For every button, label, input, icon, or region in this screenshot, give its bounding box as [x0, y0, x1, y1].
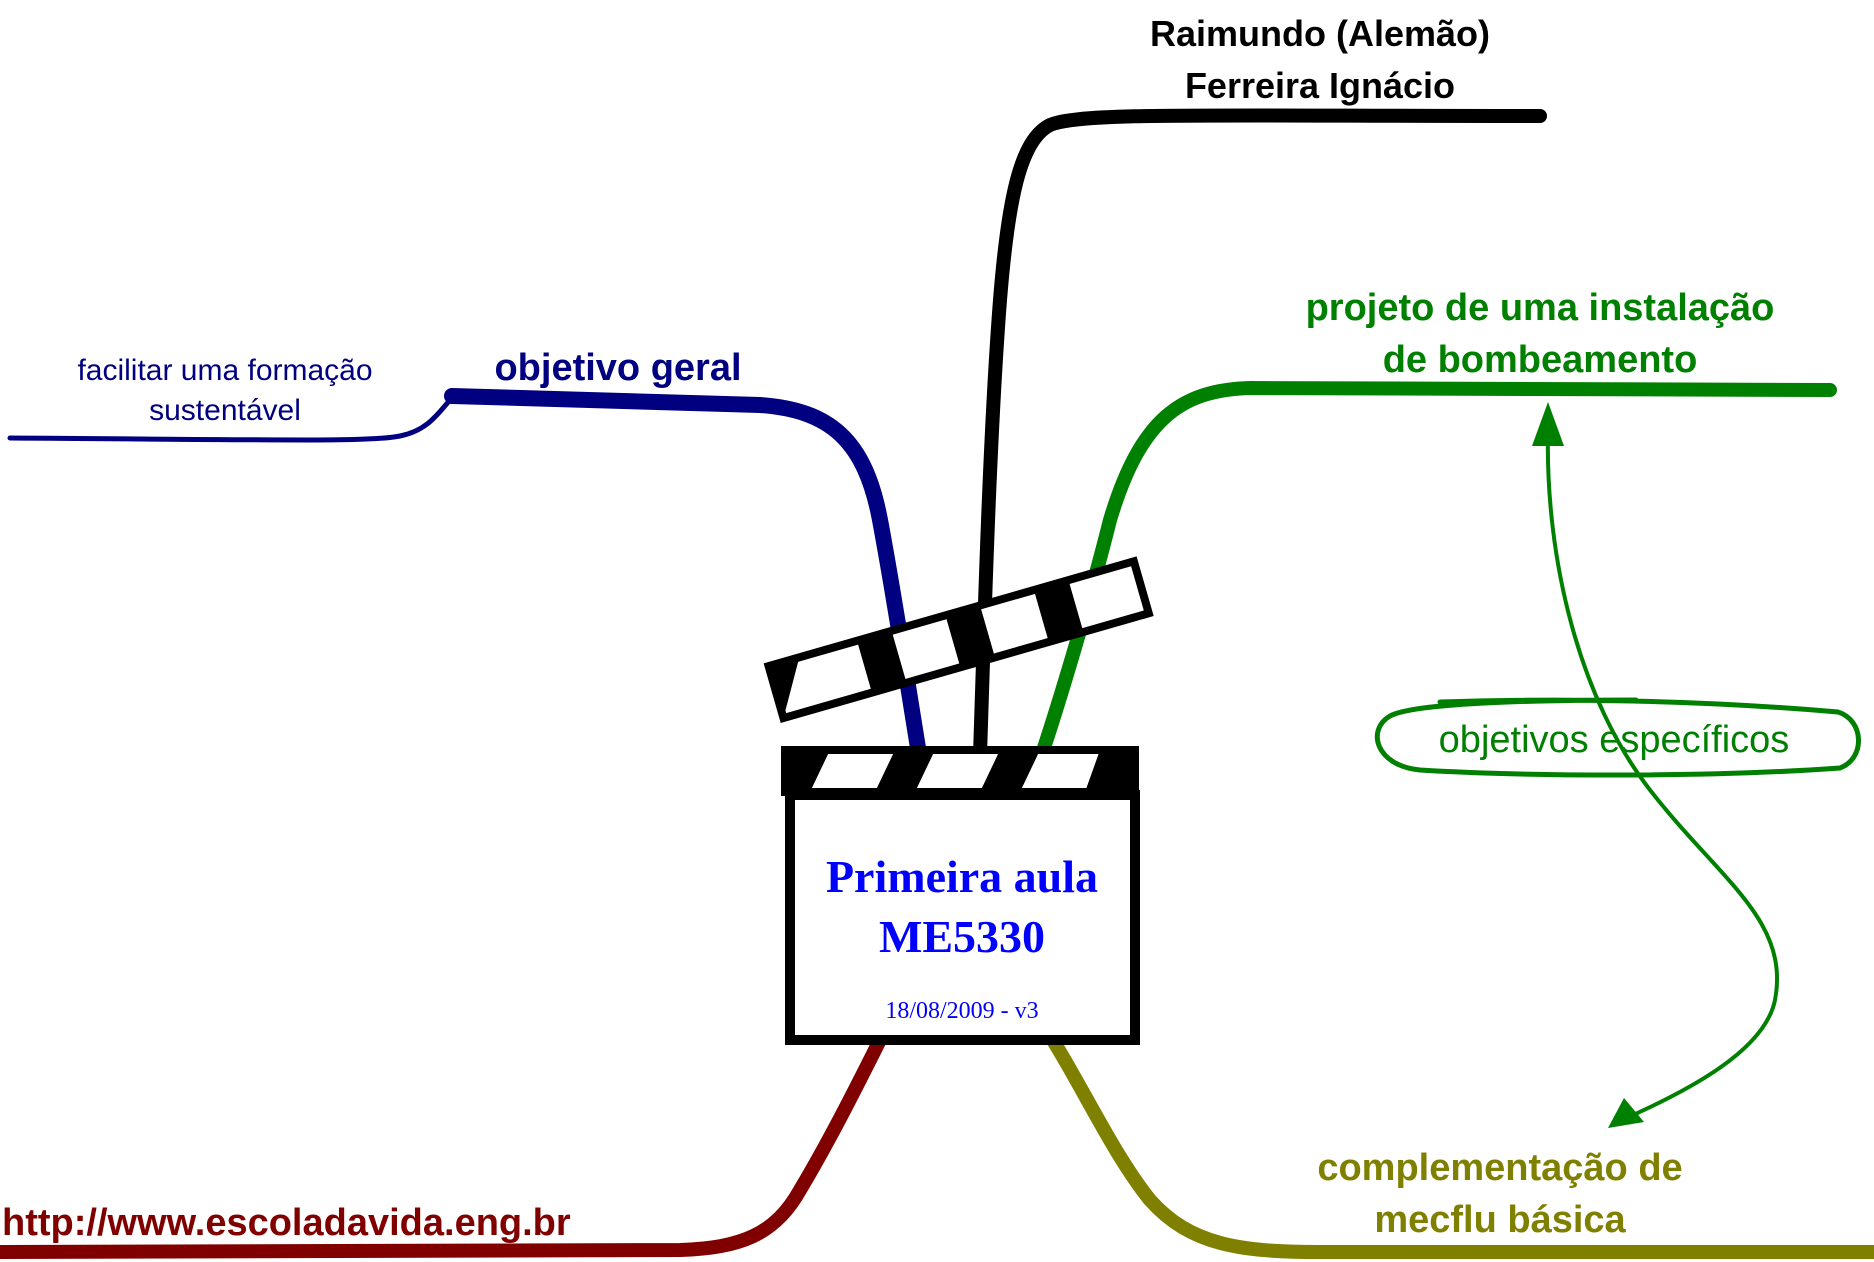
- arrow-up-head-icon: [1532, 402, 1564, 446]
- branch-projeto: projeto de uma instalação de bombeamento: [1033, 287, 1837, 767]
- arrow-objetivos-especificos: objetivos específicos: [1374, 402, 1861, 1128]
- branch-complementacao: complementação de mecflu básica: [1033, 1013, 1874, 1259]
- central-subtitle: 18/08/2009 - v3: [885, 998, 1038, 1024]
- branch-author-line: [973, 108, 1547, 762]
- clapperboard-icon: Primeira aula ME5330 18/08/2009 - v3: [763, 556, 1154, 1045]
- clapper-board: [785, 790, 1140, 1045]
- complementacao-line2: mecflu básica: [1374, 1199, 1626, 1241]
- arrow-connector-line: [1545, 429, 1779, 1122]
- projeto-line2: de bombeamento: [1383, 339, 1698, 381]
- branch-objetivo-geral-line: [444, 388, 928, 768]
- branch-complementacao-line: [1033, 1013, 1874, 1259]
- branch-projeto-line: [1033, 380, 1837, 767]
- objetivo-geral-label: objetivo geral: [494, 347, 741, 389]
- clapper-top-bar: [763, 556, 1154, 723]
- projeto-line1: projeto de uma instalação: [1306, 287, 1775, 329]
- central-title-line2: ME5330: [879, 911, 1045, 962]
- branch-facilitar-line: [7, 395, 455, 443]
- author-name-line1: Raimundo (Alemão): [1150, 13, 1490, 54]
- objetivos-especificos-ellipse: [1374, 697, 1861, 778]
- complementacao-line1: complementação de: [1317, 1147, 1682, 1189]
- objetivos-especificos-label: objetivos específicos: [1439, 719, 1790, 761]
- author-name-line2: Ferreira Ignácio: [1185, 65, 1455, 106]
- arrow-down-head-icon: [1608, 1098, 1644, 1128]
- branch-website-line: [0, 1023, 892, 1259]
- branch-website: http://www.escoladavida.eng.br: [0, 1023, 892, 1259]
- facilitar-line2: sustentável: [149, 394, 301, 427]
- central-title-line1: Primeira aula: [826, 851, 1098, 902]
- branch-author: Raimundo (Alemão) Ferreira Ignácio: [973, 13, 1547, 762]
- website-link[interactable]: http://www.escoladavida.eng.br: [2, 1202, 571, 1244]
- facilitar-line1: facilitar uma formação: [77, 354, 372, 387]
- clapper-bottom-bar: [781, 746, 1139, 796]
- branch-objetivo-geral: objetivo geral facilitar uma formação su…: [7, 347, 928, 768]
